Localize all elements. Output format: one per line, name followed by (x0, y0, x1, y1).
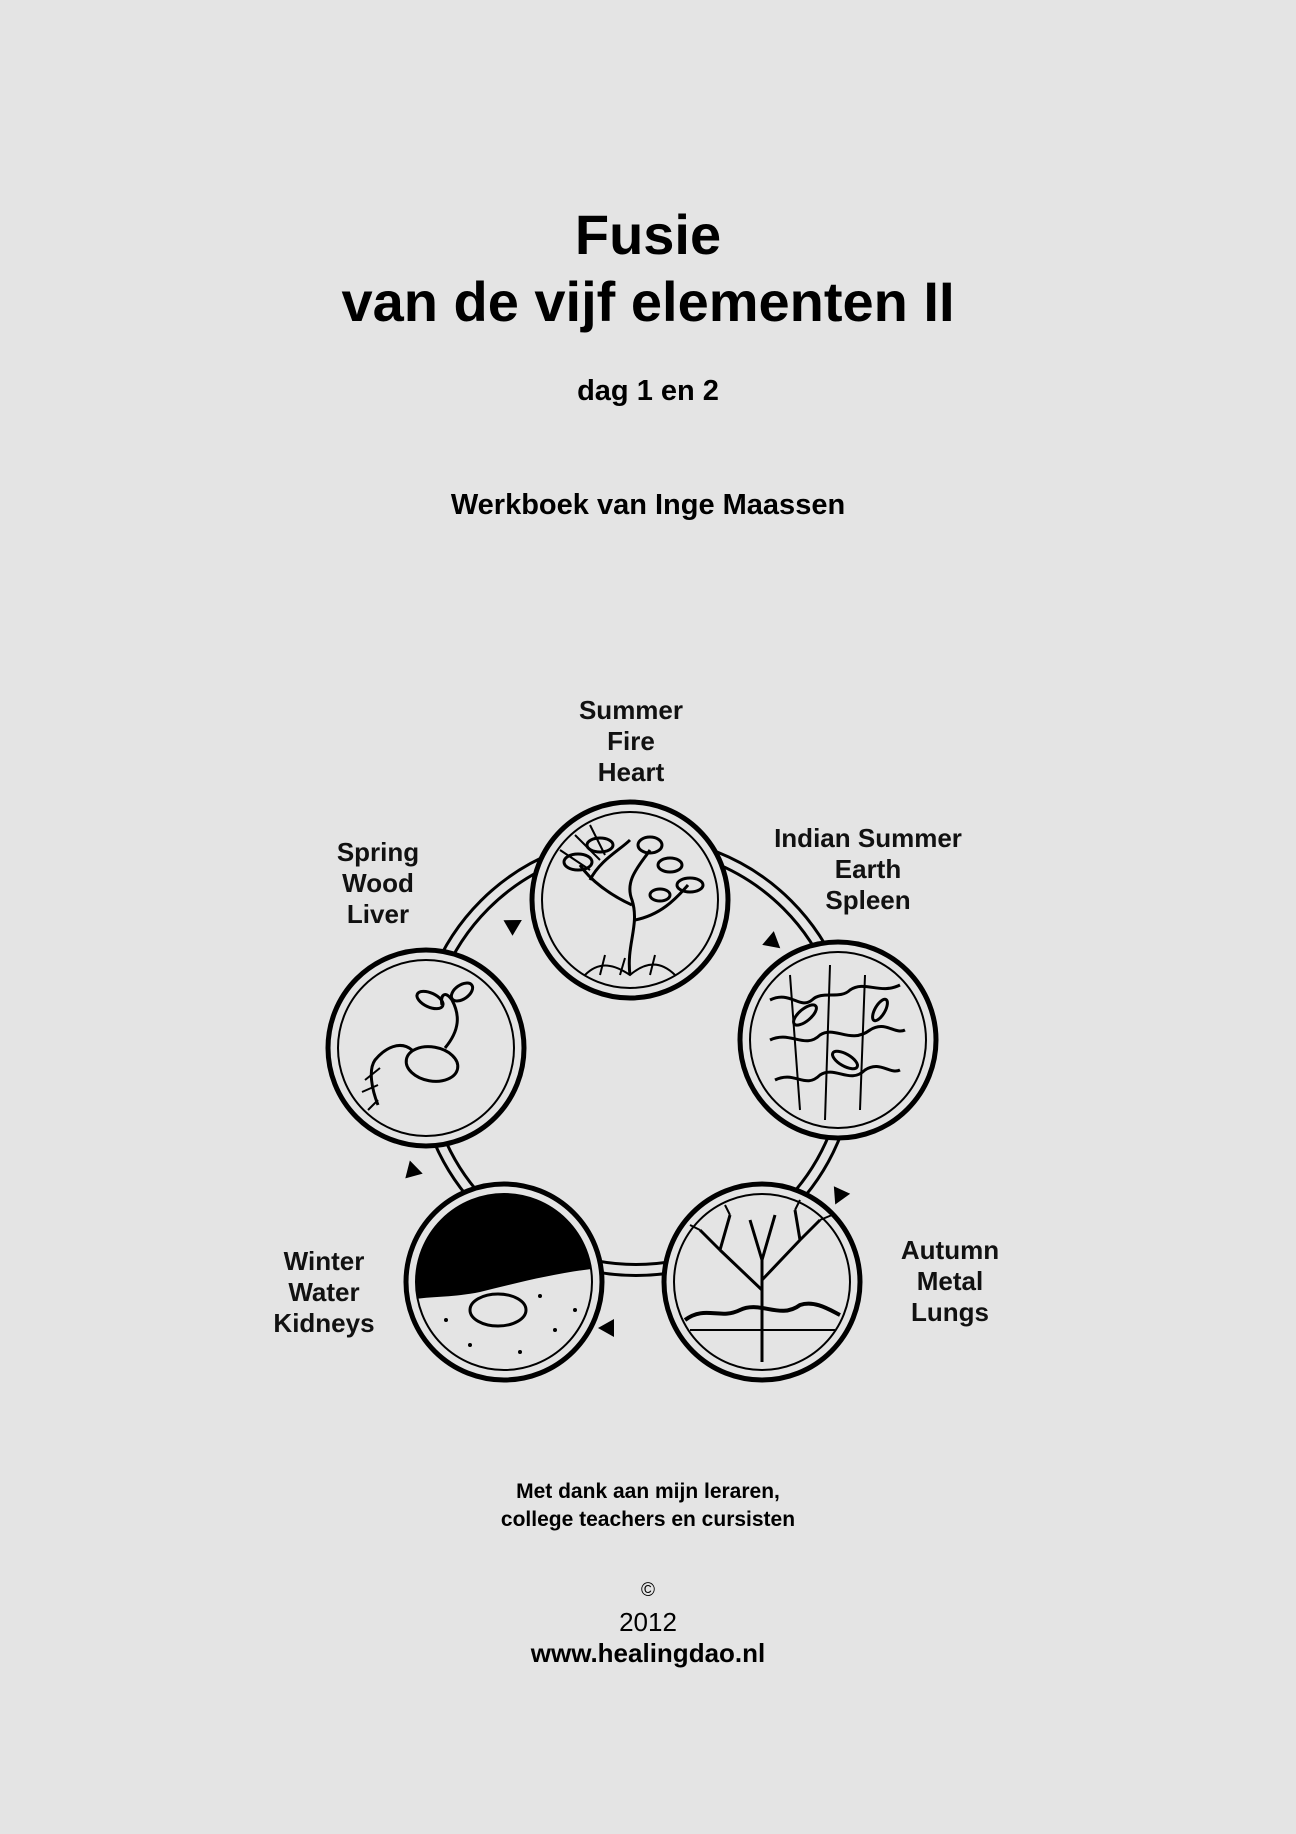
label-wood-season: Spring (337, 837, 419, 867)
copyright-symbol: © (641, 1580, 655, 1601)
label-fire-organ: Heart (598, 757, 665, 787)
label-fire: Summer Fire Heart (579, 695, 683, 787)
author-line: Werkboek van Inge Maassen (450, 489, 846, 521)
arrow-icon (405, 1160, 423, 1179)
label-metal-organ: Lungs (911, 1297, 989, 1327)
label-wood-element: Wood (342, 868, 414, 898)
bare-tree-icon (683, 1199, 841, 1362)
title-line-1: Fusie (574, 203, 722, 266)
arrow-icon (762, 931, 781, 949)
acknowledgement: Met dank aan mijn leraren, college teach… (0, 1478, 1296, 1534)
acknowledgement-line-2: college teachers en cursisten (500, 1508, 796, 1531)
arrow-icon (503, 920, 522, 936)
label-water-season: Winter (284, 1246, 365, 1276)
label-wood: Spring Wood Liver (337, 837, 419, 929)
foliage-icon (769, 964, 906, 1121)
label-earth-element: Earth (835, 854, 901, 884)
seed-icon (468, 1292, 528, 1328)
cycle-arrows (405, 920, 851, 1337)
label-water: Winter Water Kidneys (273, 1246, 374, 1338)
label-earth-season: Indian Summer (774, 823, 962, 853)
subtitle: dag 1 en 2 (577, 375, 719, 407)
label-wood-organ: Liver (347, 899, 409, 929)
label-water-element: Water (288, 1277, 359, 1307)
label-fire-season: Summer (579, 695, 683, 725)
element-circle-fire (529, 799, 731, 1001)
element-circle-metal (661, 1181, 863, 1383)
label-fire-element: Fire (607, 726, 655, 756)
label-metal: Autumn Metal Lungs (901, 1235, 999, 1327)
label-metal-season: Autumn (901, 1235, 999, 1265)
title-line-2: van de vijf elementen II (341, 270, 955, 333)
element-circle-earth (737, 939, 939, 1141)
acknowledgement-line-1: Met dank aan mijn leraren, (516, 1480, 780, 1503)
website-url: www.healingdao.nl (530, 1638, 766, 1668)
element-circle-wood (325, 947, 527, 1149)
copyright-year: 2012 (619, 1607, 677, 1637)
flowering-tree-icon (559, 824, 705, 977)
label-water-organ: Kidneys (273, 1308, 374, 1338)
label-earth-organ: Spleen (825, 885, 910, 915)
label-earth: Indian Summer Earth Spleen (774, 823, 962, 915)
arrow-icon (833, 1186, 851, 1205)
label-metal-element: Metal (917, 1266, 983, 1296)
element-circle-water (403, 1181, 605, 1383)
arrow-icon (598, 1319, 614, 1337)
sprouting-seed-icon (361, 981, 475, 1111)
soil-dots (444, 1294, 577, 1354)
